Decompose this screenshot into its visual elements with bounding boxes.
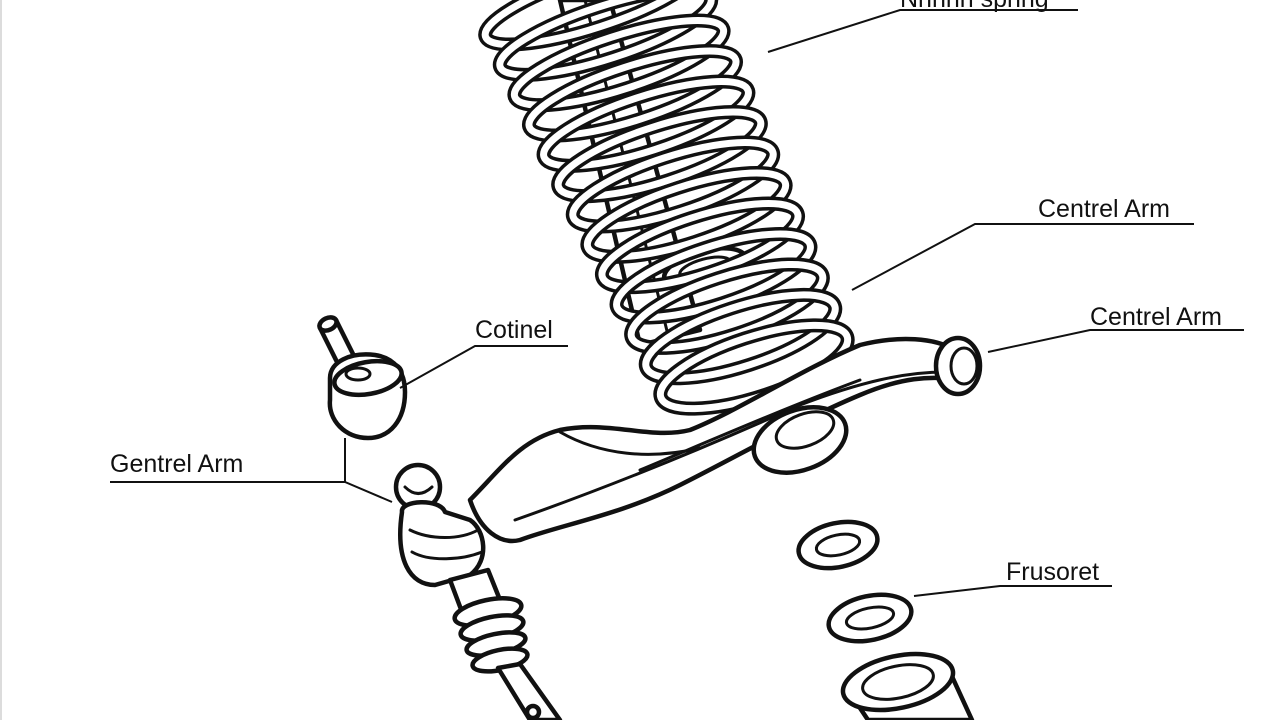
spring-coil [613, 230, 814, 322]
label-cotinel: Cotinel [475, 316, 553, 344]
spring-coil [481, 0, 703, 49]
leader-lines [110, 9, 1244, 597]
label-top-spring: Nhhhh spring [900, 0, 1049, 13]
spring-coil [569, 139, 777, 230]
spring-coil [583, 169, 790, 261]
label-control-arm-upper: Centrel Arm [1038, 195, 1170, 223]
spring-coil [598, 200, 802, 291]
label-control-arm-right: Centrel Arm [1090, 303, 1222, 331]
spring-coil [642, 291, 839, 382]
image-border [0, 0, 2, 720]
label-frusoret: Frusoret [1006, 558, 1099, 586]
control-arm [467, 335, 983, 544]
spring-coil [554, 108, 765, 200]
ball-joint-assembly [393, 462, 563, 720]
coil-spring [478, 0, 855, 416]
label-control-arm-left: Gentrel Arm [110, 450, 243, 478]
spring-coil [525, 47, 740, 139]
spring-coil [510, 17, 728, 109]
washer-set [796, 519, 975, 720]
cotinel-part [317, 315, 408, 441]
spring-coil [540, 78, 752, 170]
spring-coil [496, 0, 715, 79]
